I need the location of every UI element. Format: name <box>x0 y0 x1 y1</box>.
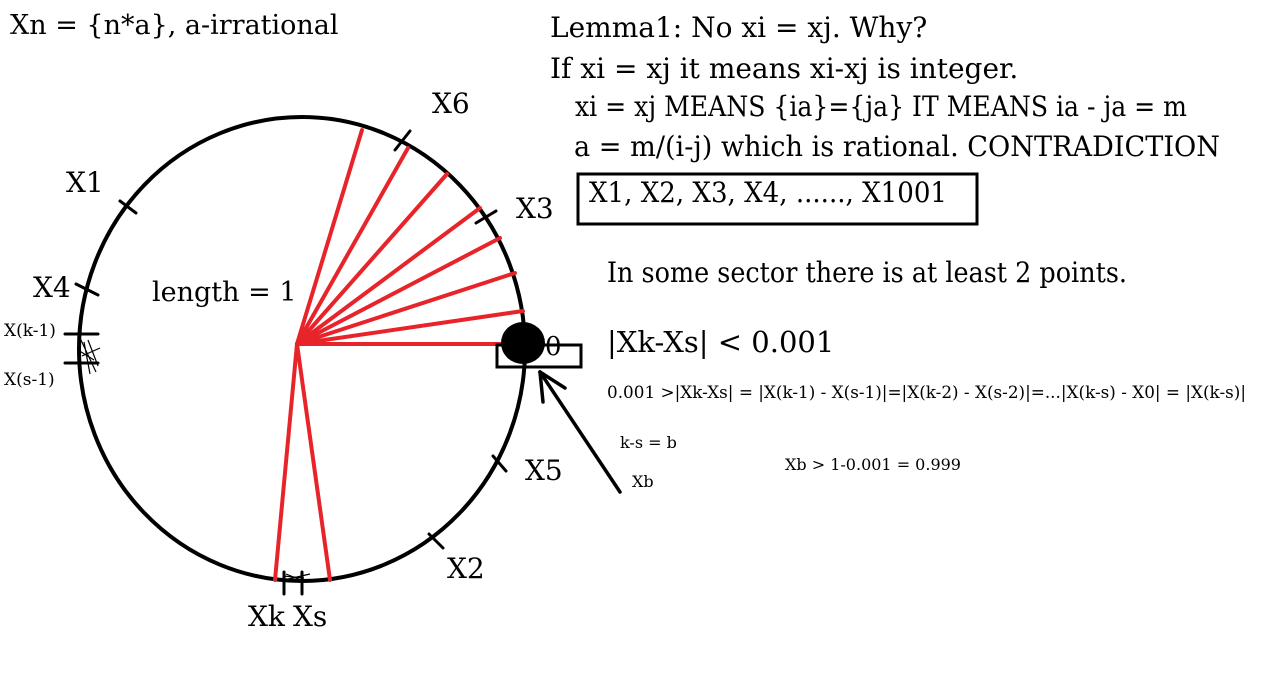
lemma-line-2: xi = xj MEANS {ia}={ja} IT MEANS ia - ja… <box>575 90 1187 123</box>
tick-x1 <box>118 199 138 215</box>
scribble-bottom <box>282 573 311 583</box>
lemma-line-1: If xi = xj it means xi-xj is integer. <box>550 52 1018 85</box>
scribble-marks <box>77 337 311 583</box>
zero-label: 0 <box>545 332 562 362</box>
tick-x2 <box>427 532 445 550</box>
definition-text: Xn = {n*a}, a-irrational <box>10 10 339 41</box>
sector-line <box>295 206 482 346</box>
origin-box <box>495 343 583 369</box>
tick-x3 <box>474 209 498 225</box>
points-list: X1, X2, X3, X4, ......, X1001 <box>589 176 947 209</box>
label-x2: X2 <box>447 552 485 585</box>
label-xs: Xs <box>293 600 327 633</box>
origin-point <box>501 322 545 364</box>
points-list-box <box>576 172 979 226</box>
tick-x6 <box>393 129 412 152</box>
label-x4: X4 <box>33 271 71 304</box>
xb-arrow-head-right <box>538 370 567 390</box>
xb-label: Xb <box>632 472 654 491</box>
unit-circle <box>77 115 527 583</box>
sector-line <box>295 146 410 346</box>
xb-arrow-head-left <box>538 370 545 404</box>
label-x3: X3 <box>516 192 554 225</box>
sector-line <box>273 342 299 582</box>
label-x5: X5 <box>525 454 563 487</box>
difference-chain: 0.001 >|Xk-Xs| = |X(k-1) - X(s-1)|=|X(k-… <box>607 383 1246 403</box>
label-xk: Xk <box>248 600 286 633</box>
lemma-line-3: a = m/(i-j) which is rational. CONTRADIC… <box>574 130 1220 163</box>
scribble-left <box>77 337 101 375</box>
xb-arrow <box>538 370 622 494</box>
label-x1: X1 <box>66 166 104 199</box>
sector-line <box>295 309 525 346</box>
circle-ticks <box>63 129 508 596</box>
sector-line <box>295 236 502 346</box>
pigeonhole-statement: In some sector there is at least 2 point… <box>607 256 1127 289</box>
sector-line <box>295 342 332 582</box>
xb-arrow-shaft <box>538 370 622 494</box>
xb-bound: Xb > 1-0.001 = 0.999 <box>785 455 961 474</box>
sector-line <box>295 271 517 346</box>
k-minus-s-equals-b: k-s = b <box>620 433 677 452</box>
sector-line <box>295 128 364 346</box>
label-xk-minus-1: X(k-1) <box>4 321 56 341</box>
tick-x5 <box>491 454 508 473</box>
sector-lines <box>273 128 532 582</box>
circle-length-label: length = 1 <box>152 277 297 308</box>
sector-line <box>295 172 449 346</box>
label-x6: X6 <box>432 87 470 120</box>
label-xs-minus-1: X(s-1) <box>4 370 55 390</box>
difference-bound: |Xk-Xs| < 0.001 <box>607 325 834 359</box>
lemma-title: Lemma1: No xi = xj. Why? <box>550 11 927 44</box>
tick-x4 <box>74 282 100 297</box>
